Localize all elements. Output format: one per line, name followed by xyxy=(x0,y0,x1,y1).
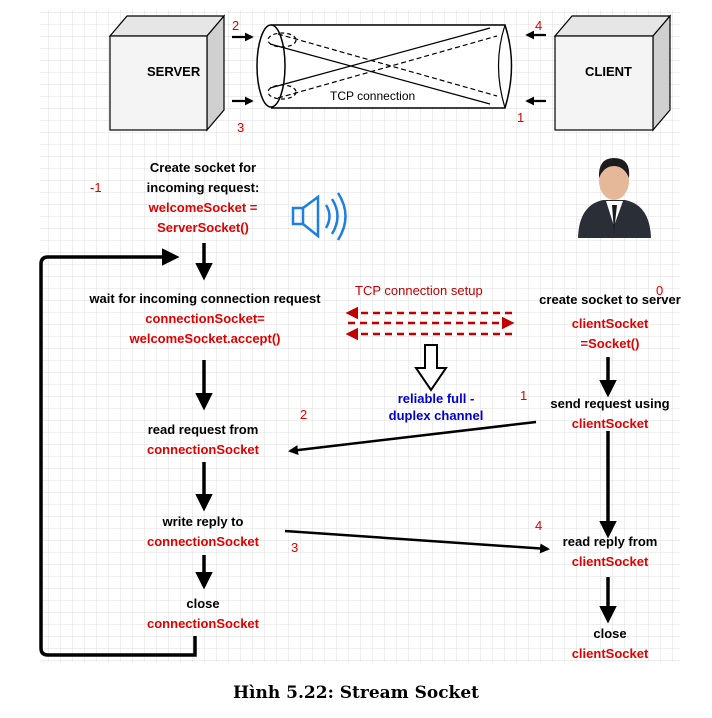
server-create-line3: welcomeSocket = xyxy=(148,200,258,215)
client-close: close clientSocket xyxy=(540,624,680,664)
user-avatar-icon xyxy=(578,158,651,238)
server-close: close connectionSocket xyxy=(110,594,296,634)
request-arrow xyxy=(288,420,537,456)
server-label: SERVER xyxy=(147,64,201,79)
channel-down-arrow xyxy=(414,344,448,392)
server-box xyxy=(108,14,226,132)
loop-back-arrow xyxy=(39,248,197,657)
client-label: CLIENT xyxy=(585,64,632,79)
server-create-line4: ServerSocket() xyxy=(157,220,249,235)
step-num-0: 0 xyxy=(656,283,664,298)
server-read-request: read request from connectionSocket xyxy=(110,420,296,460)
tcp-setup-label: TCP connection setup xyxy=(355,283,483,298)
step-num-1: 1 xyxy=(520,388,528,403)
server-wait-line2: connectionSocket= xyxy=(145,311,265,326)
client-close-line2: clientSocket xyxy=(571,646,649,661)
server-create-socket: Create socket for incoming request: welc… xyxy=(100,158,306,238)
server-write-reply: write reply to connectionSocket xyxy=(110,512,296,552)
client-read-reply: read reply from clientSocket xyxy=(540,532,680,572)
speaker-icon xyxy=(291,192,347,241)
server-create-line1: Create socket for xyxy=(149,160,257,175)
client-send-line2: clientSocket xyxy=(571,416,649,431)
top-num-2: 2 xyxy=(232,18,240,33)
client-send-line1: send request using xyxy=(550,396,670,411)
step-num-3: 3 xyxy=(291,540,299,555)
tcp-pipe xyxy=(256,24,513,109)
server-wait-line3: welcomeSocket.accept() xyxy=(129,331,281,346)
client-close-line1: close xyxy=(593,626,627,641)
client-create-line1: create socket to server xyxy=(539,292,681,307)
connection-setup-arrows xyxy=(345,306,515,341)
tcp-connection-label: TCP connection xyxy=(330,89,416,103)
top-arrows xyxy=(232,30,546,106)
figure-caption: Hình 5.22: Stream Socket xyxy=(233,683,479,703)
server-write-line1: write reply to xyxy=(162,514,244,529)
client-create-line3: =Socket() xyxy=(580,336,640,351)
client-create-line2: clientSocket xyxy=(571,316,649,331)
client-socket-assign: clientSocket =Socket() xyxy=(540,314,680,354)
client-read-line1: read reply from xyxy=(562,534,658,549)
reply-arrow xyxy=(284,529,550,554)
client-send-request: send request using clientSocket xyxy=(530,394,690,434)
server-create-line2: incoming request: xyxy=(146,180,260,195)
duplex-channel-label: reliable full - duplex channel xyxy=(368,390,504,424)
server-read-line1: read request from xyxy=(147,422,259,437)
step-num-4: 4 xyxy=(535,518,543,533)
step-num-minus1: -1 xyxy=(90,180,102,195)
client-create-socket: create socket to server xyxy=(512,290,708,310)
client-read-line2: clientSocket xyxy=(571,554,649,569)
top-num-4: 4 xyxy=(535,18,543,33)
channel-line1: reliable full - xyxy=(397,391,475,406)
server-close-line1: close xyxy=(186,596,220,611)
server-read-line2: connectionSocket xyxy=(147,442,259,457)
top-num-3: 3 xyxy=(237,120,245,135)
channel-line2: duplex channel xyxy=(388,408,484,423)
server-write-line2: connectionSocket xyxy=(147,534,259,549)
step-num-2: 2 xyxy=(300,407,308,422)
client-box xyxy=(553,14,672,132)
server-close-line2: connectionSocket xyxy=(147,616,259,631)
top-num-1: 1 xyxy=(517,110,525,125)
server-wait-accept: wait for incoming connection request con… xyxy=(60,289,350,349)
server-wait-line1: wait for incoming connection request xyxy=(89,291,321,306)
